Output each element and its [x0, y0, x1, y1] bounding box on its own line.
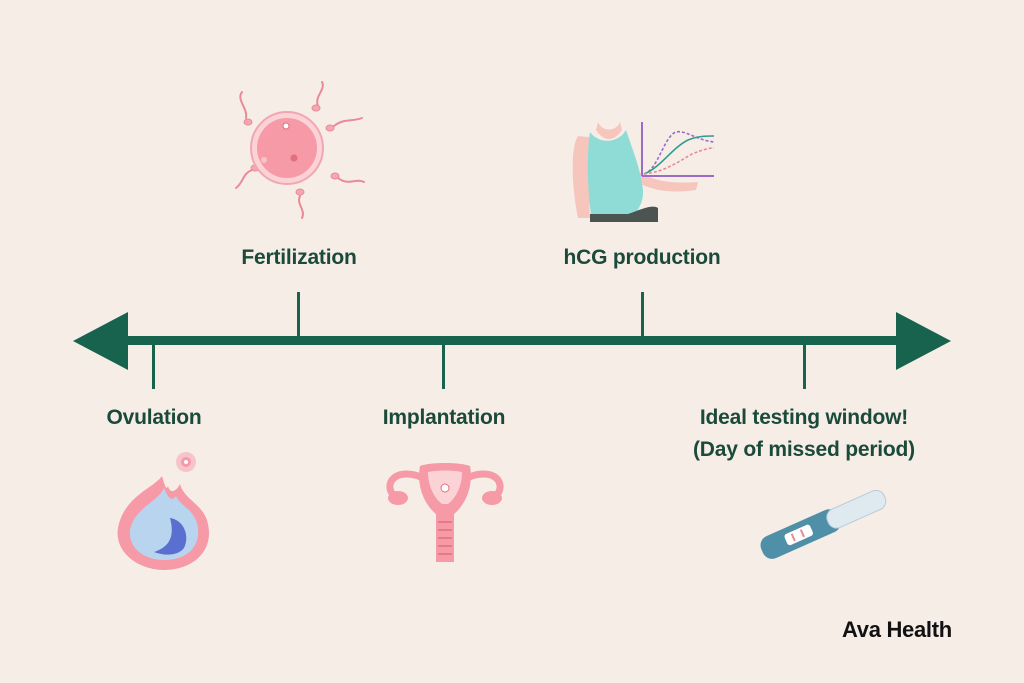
timeline-line: [100, 336, 930, 345]
tick-fertilization: [297, 292, 300, 338]
label-implantation: Implantation: [382, 406, 506, 429]
tick-hcg: [641, 292, 644, 338]
timeline-right-arrow: [896, 312, 951, 370]
ovary-follicle-icon: [117, 452, 209, 570]
brand-logo: Ava Health: [842, 617, 952, 642]
label-testing-window-sub: (Day of missed period): [693, 438, 915, 461]
label-hcg-production: hCG production: [563, 246, 721, 269]
label-testing-window: Ideal testing window!: [699, 406, 909, 429]
pregnant-woman-chart-icon: [572, 122, 715, 222]
label-ovulation: Ovulation: [106, 406, 202, 429]
timeline-left-arrow: [73, 312, 128, 370]
tick-ovulation: [152, 343, 155, 389]
tick-implantation: [442, 343, 445, 389]
uterus-icon: [386, 463, 504, 562]
pregnancy-test-icon: [760, 489, 887, 559]
tick-testing: [803, 343, 806, 389]
egg-sperm-icon: [235, 81, 365, 219]
label-fertilization: Fertilization: [241, 246, 357, 269]
